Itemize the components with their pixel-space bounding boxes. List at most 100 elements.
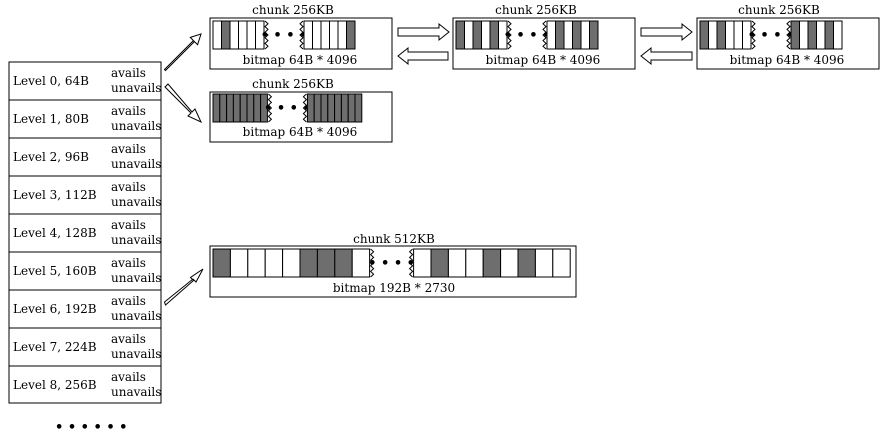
- bit-cell-free: [708, 20, 718, 50]
- level-row: Level 1, 80B avails unavails: [13, 104, 161, 133]
- bit-cell-used: [455, 20, 465, 50]
- avails-label: avails: [111, 294, 146, 308]
- bit-cell-used: [212, 93, 221, 123]
- bit-cell-free: [464, 20, 474, 50]
- bit-cell-used: [354, 93, 363, 123]
- arrow-level6-to-chunk-e: [163, 268, 204, 306]
- bit-cell-free: [246, 20, 256, 50]
- bit-cell-free: [320, 20, 330, 50]
- bit-cell-free: [563, 20, 573, 50]
- bit-cell-used: [489, 20, 499, 50]
- torn-edge-left: [264, 20, 269, 50]
- bit-cell-used: [306, 93, 315, 123]
- chunk-title: chunk 256KB: [252, 77, 334, 91]
- torn-edge-right: [786, 20, 791, 50]
- arrow-level0-to-chunk-a: [163, 33, 202, 72]
- bitmap-label: bitmap 64B * 4096: [730, 53, 845, 67]
- bit-cell-free: [282, 248, 301, 278]
- bit-cell-used: [346, 20, 356, 50]
- avails-label: avails: [111, 218, 146, 232]
- bit-cell-free: [816, 20, 826, 50]
- bit-cell-used: [716, 20, 726, 50]
- level-row: Level 6, 192B avails unavails: [13, 294, 161, 323]
- bitmap-cells: • • • •: [212, 248, 571, 278]
- torn-edge-left: [751, 20, 756, 50]
- arrows: [163, 22, 693, 306]
- bit-cell-free: [799, 20, 809, 50]
- levels-table-border: [8, 61, 162, 404]
- bitmap-label: bitmap 64B * 4096: [243, 53, 358, 67]
- bit-cell-used: [316, 248, 336, 278]
- level-name: Level 1, 80B: [13, 112, 89, 126]
- bitmap-ellipsis: • • • •: [748, 28, 795, 43]
- avails-label: avails: [111, 66, 146, 80]
- bit-cell-free: [833, 20, 843, 50]
- bit-cell-used: [221, 20, 231, 50]
- bit-cell-free: [546, 20, 556, 50]
- arrow-level0-to-chunk-d: [164, 83, 203, 124]
- bitmap-label: bitmap 64B * 4096: [486, 53, 601, 67]
- bit-cell-free: [264, 248, 284, 278]
- unavails-label: unavails: [111, 81, 161, 95]
- bit-cell-free: [481, 20, 491, 50]
- unavails-label: unavails: [111, 233, 161, 247]
- bit-cell-free: [733, 20, 743, 50]
- unavails-label: unavails: [111, 271, 161, 285]
- bit-cell-free: [238, 20, 248, 50]
- bit-cell-free: [742, 20, 752, 50]
- bitmap-ellipsis: • • • •: [261, 28, 308, 43]
- level-row: Level 0, 64B avails unavails: [13, 66, 161, 95]
- bit-cell-used: [517, 248, 536, 278]
- bit-cell-free: [229, 20, 239, 50]
- chunk-box: chunk 256KB bitmap 64B * 4096 • • • •: [209, 77, 393, 143]
- bit-cell-used: [212, 248, 231, 278]
- bit-cell-used: [589, 20, 599, 50]
- unavails-label: unavails: [111, 195, 161, 209]
- avails-label: avails: [111, 332, 146, 346]
- bit-cell-used: [260, 93, 268, 123]
- bit-cell-used: [226, 93, 234, 123]
- bit-cell-used: [699, 20, 709, 50]
- bitmap-cells: • • • •: [699, 20, 843, 50]
- torn-edge-right: [302, 93, 308, 123]
- bit-cell-free: [580, 20, 590, 50]
- avails-label: avails: [111, 104, 146, 118]
- bit-cell-used: [320, 93, 329, 123]
- avails-label: avails: [111, 370, 146, 384]
- bit-cell-used: [239, 93, 248, 123]
- unavails-label: unavails: [111, 347, 161, 361]
- bit-cell-used: [340, 93, 349, 123]
- bit-cell-free: [534, 248, 554, 278]
- bit-cell-used: [219, 93, 228, 123]
- bit-cell-used: [327, 93, 336, 123]
- bit-cell-used: [253, 93, 262, 123]
- bitmap-label: bitmap 192B * 2730: [333, 281, 455, 295]
- unavails-label: unavails: [111, 157, 161, 171]
- level-name: Level 6, 192B: [13, 302, 97, 316]
- chunk-box: chunk 256KB bitmap 64B * 4096 • • • •: [696, 3, 880, 70]
- level-row: Level 7, 224B avails unavails: [13, 332, 161, 361]
- bitmap-ellipsis: • • • •: [504, 28, 551, 43]
- arrow-chunk-a-to-chunk-b: [397, 22, 450, 42]
- torn-edge-left: [369, 248, 375, 278]
- level-name: Level 0, 64B: [13, 74, 89, 88]
- bitmap-cells: • • • •: [212, 20, 356, 50]
- bitmap-cells: • • • •: [455, 20, 599, 50]
- more-levels-ellipsis: • • • • • •: [55, 420, 127, 435]
- level-name: Level 5, 160B: [13, 264, 97, 278]
- bit-cell-used: [790, 20, 800, 50]
- bit-cell-used: [334, 248, 353, 278]
- bit-cell-used: [299, 248, 318, 278]
- unavails-label: unavails: [111, 385, 161, 399]
- bitmap-label: bitmap 64B * 4096: [243, 125, 358, 139]
- bit-cell-free: [329, 20, 339, 50]
- bitmap-cells: • • • •: [212, 93, 363, 123]
- arrow-chunk-b-to-chunk-c: [640, 22, 693, 42]
- bitmap-ellipsis: • • • •: [368, 256, 415, 271]
- chunk-box: chunk 256KB bitmap 64B * 4096 • • • •: [452, 3, 636, 70]
- torn-edge-left: [267, 93, 273, 123]
- bit-cell-free: [465, 248, 484, 278]
- bit-cell-free: [229, 248, 249, 278]
- bit-cell-free: [447, 248, 467, 278]
